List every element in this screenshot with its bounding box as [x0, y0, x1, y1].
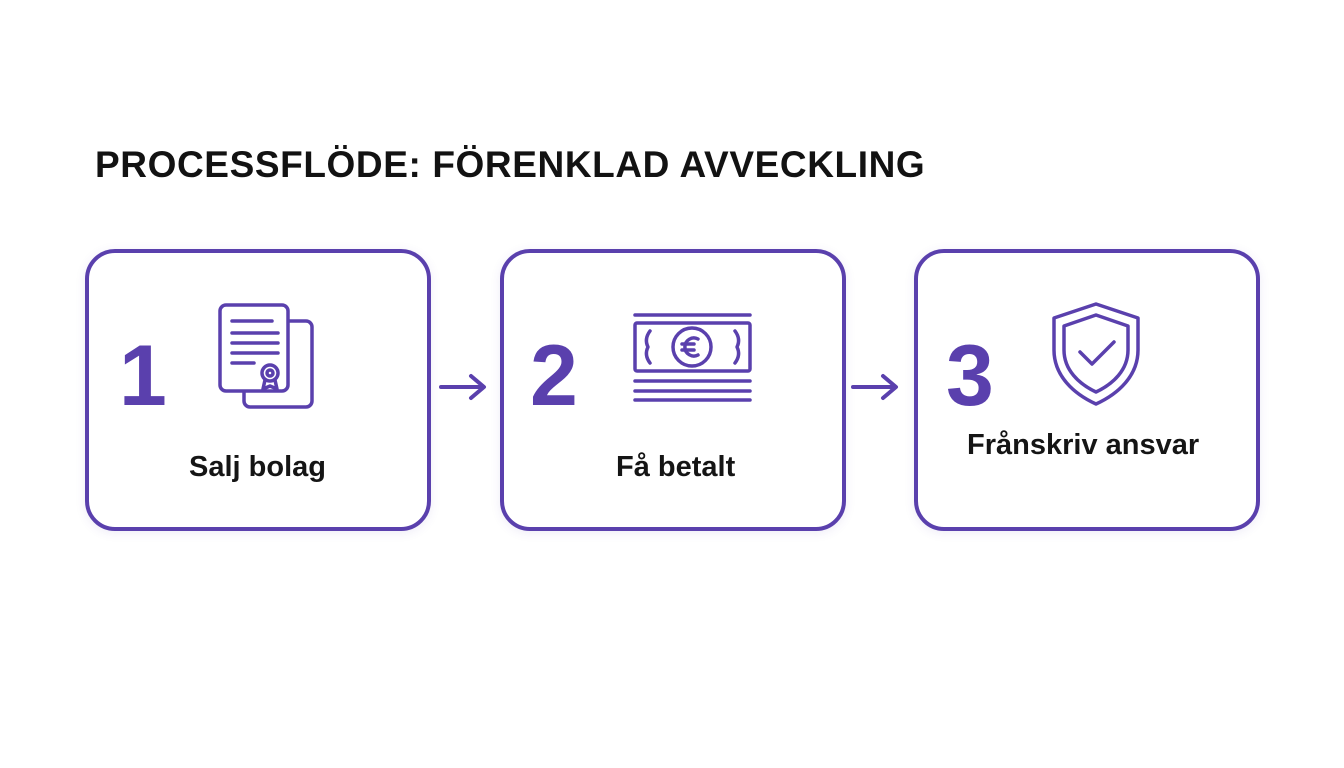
euro-banknote-icon [632, 311, 754, 412]
step-label: Frånskriv ansvar [967, 429, 1200, 461]
arrow-right-icon [438, 372, 490, 407]
step-label: Salj bolag [189, 451, 326, 483]
step-card-3: 3 Frånskriv ansvar [914, 249, 1260, 531]
step-number: 3 [946, 328, 994, 424]
arrow-right-icon [850, 372, 902, 407]
document-certificate-icon [216, 301, 320, 416]
step-card-1: 1 Salj bolag [85, 249, 431, 531]
shield-check-icon [1050, 300, 1142, 413]
step-number: 2 [530, 328, 578, 424]
step-card-2: 2 Få betalt [500, 249, 846, 531]
diagram-title: PROCESSFLÖDE: FÖRENKLAD AVVECKLING [95, 144, 926, 185]
step-number: 1 [119, 328, 167, 424]
step-label: Få betalt [616, 451, 736, 483]
